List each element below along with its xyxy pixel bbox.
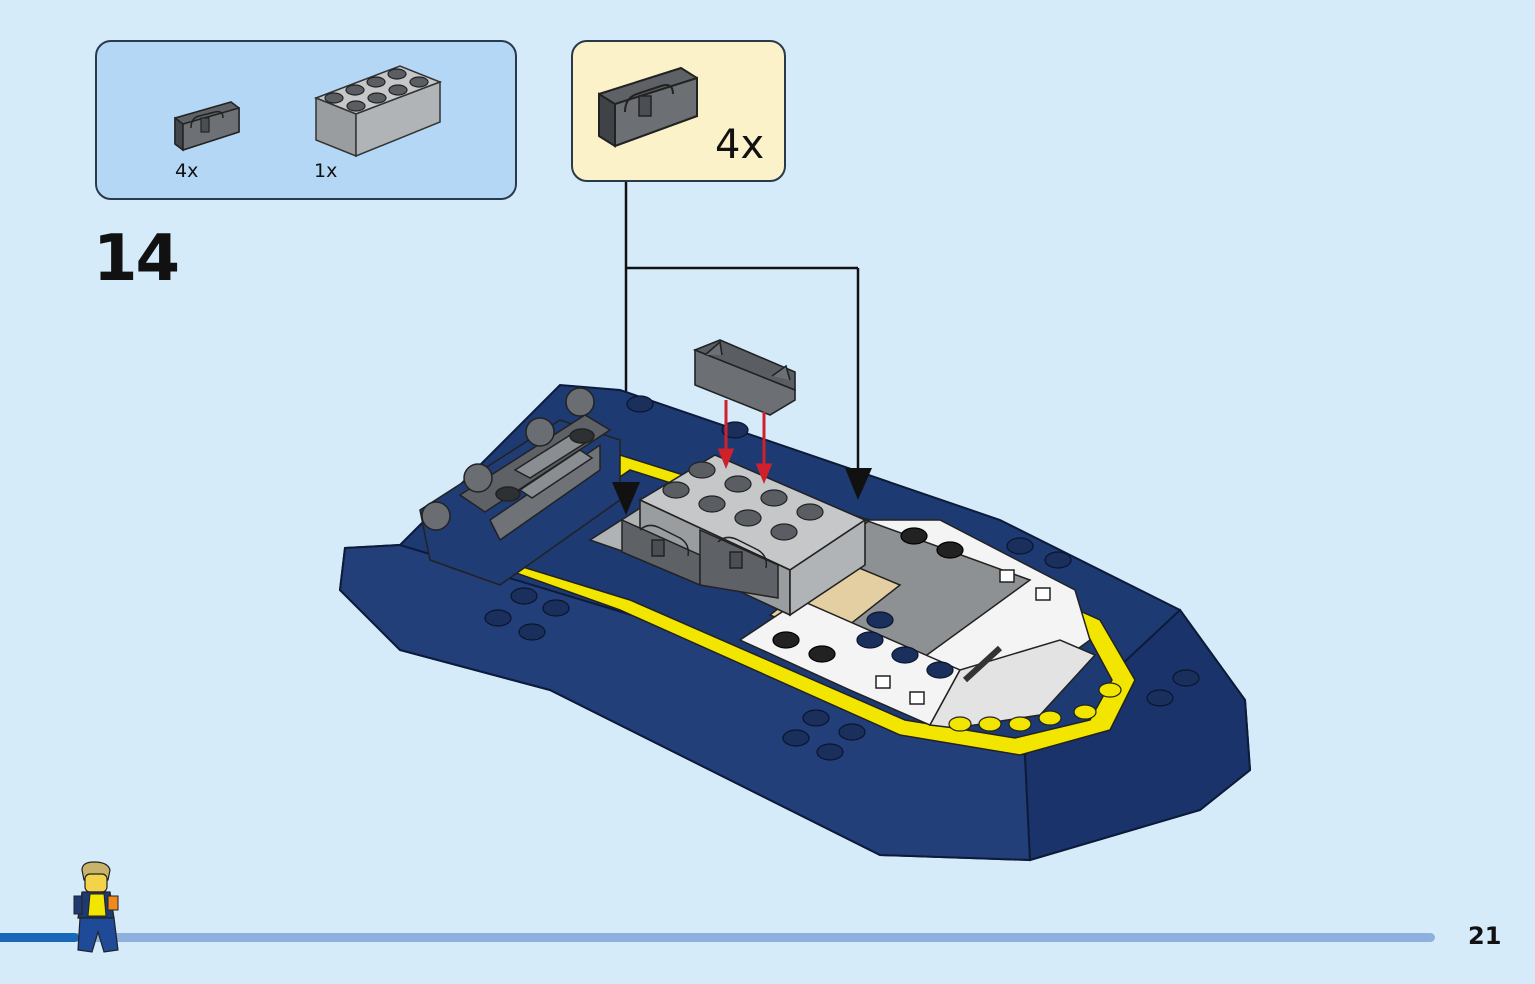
red-insertion-arrows (717, 400, 773, 485)
progress-track (0, 933, 1435, 942)
parts-list-box: 4x 1x (95, 40, 517, 200)
page-number: 21 (1468, 922, 1502, 950)
brick-2x4-part-icon (313, 65, 443, 158)
parts-count-brick: 1x (314, 160, 338, 182)
hull-studs (484, 395, 1200, 761)
progress-fill (0, 933, 79, 942)
callout-box: 4x (571, 40, 786, 182)
placed-clip-brackets (621, 518, 779, 599)
callout-clip-bracket-icon (598, 66, 698, 148)
callout-count: 4x (715, 122, 765, 168)
incoming-clip-bracket (692, 339, 796, 416)
parts-count-clip: 4x (175, 160, 199, 182)
step-number: 14 (93, 222, 180, 296)
minifigure-icon (73, 861, 119, 953)
callout-arrowheads (612, 468, 872, 515)
clip-bracket-part-icon (174, 101, 240, 152)
white-plate-studs (772, 527, 964, 663)
yellow-rim-studs (948, 682, 1122, 732)
